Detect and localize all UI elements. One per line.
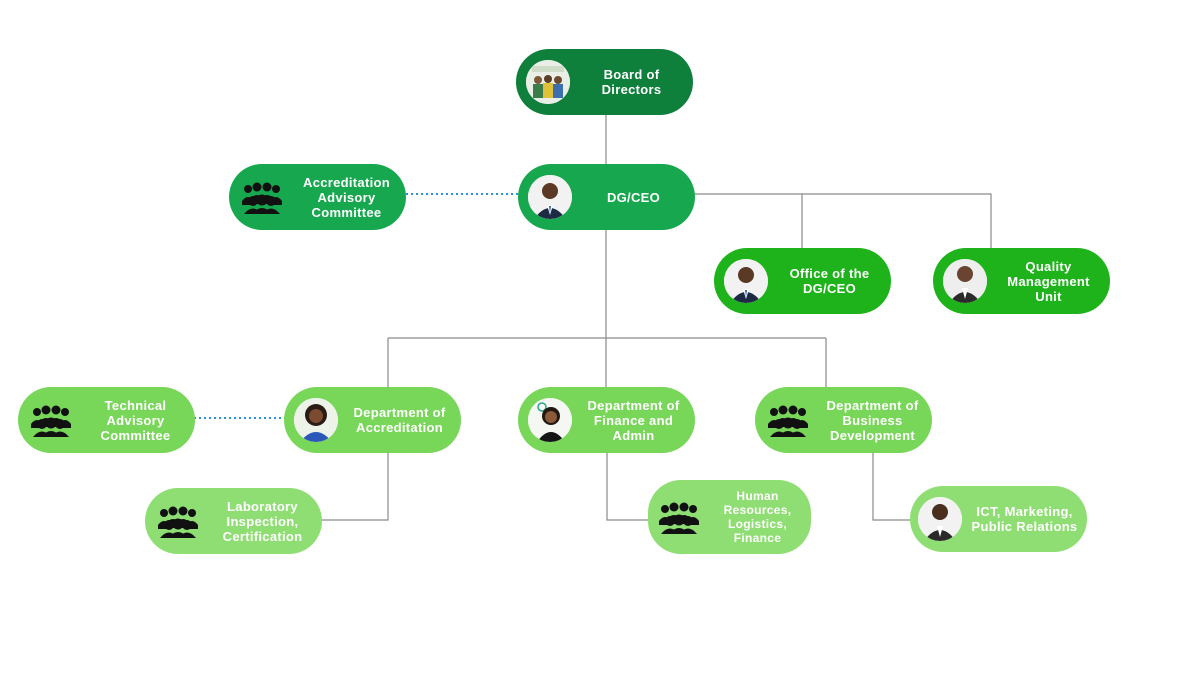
ict-marketing-public-relations-label: ICT, Marketing, Public Relations (971, 504, 1078, 534)
person-photo-icon (918, 497, 962, 541)
people-group-icon (763, 398, 813, 442)
person-photo-icon (294, 398, 338, 442)
person-photo-icon (724, 259, 768, 303)
quality-management-unit-label: Quality Management Unit (1007, 258, 1090, 304)
board-of-directors-node[interactable]: Board of Directors (516, 49, 693, 115)
department-of-accreditation-label: Department of Accreditation (353, 405, 446, 435)
group-photo-icon (526, 60, 570, 104)
accreditation-to-lab-line (320, 452, 389, 521)
accreditation-advisory-committee-label: Accreditation Advisory Committee (303, 174, 390, 220)
office-of-dg-ceo-label: Office of the DG/CEO (789, 266, 870, 296)
department-of-finance-and-admin-label: Department of Finance and Admin (587, 397, 680, 443)
person-photo-icon (528, 175, 572, 219)
people-group-icon (654, 495, 704, 539)
office-of-dg-ceo-node[interactable]: Office of the DG/CEO (714, 248, 891, 314)
department-of-business-development-label: Department of Business Development (826, 397, 919, 443)
dg-ceo-node[interactable]: DG/CEO (518, 164, 695, 230)
people-group-icon (237, 175, 287, 219)
ceo-to-offices-line (694, 193, 992, 248)
people-group-icon (153, 499, 203, 543)
ict-marketing-public-relations-node[interactable]: ICT, Marketing, Public Relations (910, 486, 1087, 552)
laboratory-inspection-certification-label: Laboratory Inspection, Certification (222, 498, 303, 544)
board-of-directors-label: Board of Directors (601, 67, 662, 97)
person-photo-icon (943, 259, 987, 303)
business-to-ict-line (872, 452, 912, 521)
technical-advisory-committee-label: Technical Advisory Committee (100, 397, 171, 443)
people-group-icon (26, 398, 76, 442)
ceo-to-departments-line (387, 229, 827, 387)
technical-advisory-committee-node[interactable]: Technical Advisory Committee (18, 387, 195, 453)
human-resources-logistics-finance-node[interactable]: Human Resources, Logistics, Finance (648, 480, 811, 554)
quality-management-unit-node[interactable]: Quality Management Unit (933, 248, 1110, 314)
dg-ceo-label: DG/CEO (606, 189, 661, 205)
department-of-business-development-node[interactable]: Department of Business Development (755, 387, 932, 453)
department-of-finance-and-admin-node[interactable]: Department of Finance and Admin (518, 387, 695, 453)
human-resources-logistics-finance-label: Human Resources, Logistics, Finance (723, 489, 792, 545)
person-photo-icon (528, 398, 572, 442)
department-of-accreditation-node[interactable]: Department of Accreditation (284, 387, 461, 453)
finance-to-hr-line (606, 452, 648, 521)
laboratory-inspection-certification-node[interactable]: Laboratory Inspection, Certification (145, 488, 322, 554)
accreditation-advisory-committee-node[interactable]: Accreditation Advisory Committee (229, 164, 406, 230)
